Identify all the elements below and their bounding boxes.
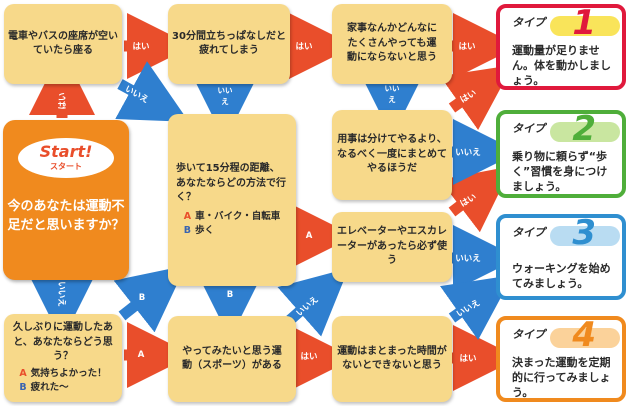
arrow-q5-type1	[440, 64, 513, 130]
option-b-text-2: 疲れた〜	[30, 381, 69, 393]
type-4-message: 決まった運動を定期的に行ってみましょう。	[512, 356, 611, 399]
option-a-key: A	[183, 210, 192, 222]
question-text-standing: 30分間立ちっぱなしだと疲れてしまう	[172, 30, 286, 57]
type-2-message: 乗り物に頼らず“歩く”習慣を身につけましょう。	[512, 150, 608, 193]
question-box-errands: 用事は分けてやるより、なるべく一度にまとめてやるほうだ	[332, 110, 452, 200]
question-box-housework: 家事なんかどんなにたくさんやっても運動にならないと思う	[332, 4, 452, 84]
option-a-text-2: 気持ちよかった！	[30, 367, 107, 379]
type-1-message: 運動量が足りません。体を動かしましょう。	[512, 44, 611, 87]
result-type-2: タイプ 2 乗り物に頼らず“歩く”習慣を身につけましょう。	[496, 110, 626, 198]
question-text-elevator: エレベーターやエスカレーターがあったら必ず使う	[337, 226, 447, 267]
type-1-label: タイプ	[512, 16, 545, 29]
arrow-q8-q6	[277, 268, 349, 337]
question-text-15min: 歩いて15分程の距離、あなたならどの方法で行く？	[176, 163, 286, 204]
question-text-sport: やってみたいと思う運動（スポーツ）がある	[182, 345, 282, 372]
start-title: Start!	[39, 142, 93, 161]
question-text-errands: 用事は分けてやるより、なるべく一度にまとめてやるほうだ	[337, 134, 447, 175]
result-type-1: タイプ 1 運動量が足りません。体を動かしましょう。	[496, 4, 626, 90]
question-box-sport: やってみたいと思う運動（スポーツ）がある	[168, 316, 296, 402]
type-2-number: 2	[572, 109, 596, 149]
label-b-q7: B	[138, 293, 146, 303]
label-iie-start: いいえ	[56, 281, 66, 307]
question-text-seat: 電車やバスの座席が空いていたら座る	[8, 30, 118, 57]
option-b-text: 歩く	[195, 224, 215, 236]
label-hai-start: はい	[58, 92, 68, 110]
question-text-time: 運動はまとまった時間がないとできないと思う	[337, 345, 447, 372]
label-hai-q2: はい	[295, 42, 313, 52]
start-subtitle: スタート	[50, 162, 82, 171]
type-1-highlight	[550, 16, 620, 36]
type-2-label: タイプ	[512, 122, 545, 135]
label-a-q7: A	[137, 350, 145, 360]
type-3-highlight	[550, 226, 620, 246]
type-4-number: 4	[572, 315, 596, 355]
start-box: Start! スタート 今のあなたは運動不足だと思いますか？	[3, 120, 129, 280]
start-badge: Start! スタート	[18, 138, 114, 178]
start-question: 今のあなたは運動不足だと思いますか？	[7, 199, 125, 233]
arrow-q7-q4-b	[113, 265, 186, 333]
label-hai-q1: はい	[132, 42, 150, 52]
option-b-15min: B 歩く	[184, 224, 280, 238]
label-iie-q3: いいえ	[384, 84, 400, 104]
arrow-q9-type3	[440, 274, 513, 340]
type-1-number: 1	[572, 3, 596, 43]
question-box-standing: 30分間立ちっぱなしだと疲れてしまう	[168, 4, 290, 84]
label-b-q4: B	[226, 290, 234, 300]
type-4-highlight	[550, 328, 620, 348]
label-hai-q9: はい	[459, 354, 477, 364]
type-4-label: タイプ	[512, 328, 545, 341]
question-box-time: 運動はまとまった時間がないとできないと思う	[332, 316, 452, 402]
label-iie-q2: いいえ	[217, 86, 233, 106]
arrow-q1-q4	[115, 61, 189, 122]
arrow-q6-type2	[439, 165, 513, 233]
question-text-after-exercise: 久しぶりに運動したあと、あなたならどう思う？	[13, 322, 113, 363]
option-a-key-2: A	[19, 367, 27, 379]
type-3-number: 3	[572, 213, 596, 253]
question-box-seat: 電車やバスの座席が空いていたら座る	[4, 4, 122, 84]
question-text-housework: 家事なんかどんなにたくさんやっても運動にならないと思う	[347, 23, 437, 64]
type-3-label: タイプ	[512, 226, 545, 239]
label-hai-q8: はい	[300, 352, 318, 362]
option-b-key: B	[183, 224, 191, 236]
label-a-q4: A	[305, 231, 313, 241]
label-iie-q5: いいえ	[455, 148, 481, 158]
option-b-key-2: B	[19, 381, 27, 393]
type-3-message: ウォーキングを始めてみましょう。	[512, 262, 611, 290]
label-iie-q6: いいえ	[455, 254, 481, 264]
result-type-4: タイプ 4 決まった運動を定期的に行ってみましょう。	[496, 316, 626, 402]
question-box-elevator: エレベーターやエスカレーターがあったら必ず使う	[332, 212, 452, 282]
type-2-highlight	[550, 122, 620, 142]
result-type-3: タイプ 3 ウォーキングを始めてみましょう。	[496, 214, 626, 300]
label-hai-q3: はい	[458, 42, 476, 52]
option-a-text: 車・バイク・自転車	[195, 210, 281, 222]
